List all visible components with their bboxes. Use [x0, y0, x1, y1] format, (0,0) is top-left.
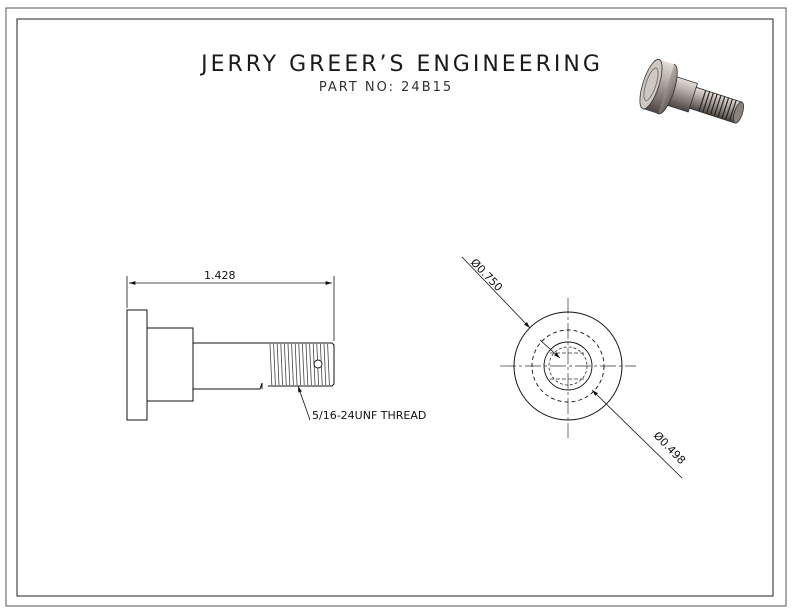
shank-circle: [543, 341, 593, 391]
thread-line: [269, 343, 273, 386]
shoulder-diameter-text: Ø0.498: [651, 429, 688, 467]
length-dimension: [126, 276, 335, 341]
thread-line: [291, 343, 294, 386]
thread-line: [276, 343, 280, 386]
thread-line: [298, 343, 301, 386]
cross-hole: [313, 359, 323, 369]
thread-line: [305, 343, 309, 386]
thread-body: [268, 342, 335, 387]
part-number: PART NO: 24B15: [318, 80, 454, 95]
thread-line: [323, 343, 327, 386]
thread-callout-text: 5/16-24UNF THREAD: [312, 409, 426, 422]
company-title: JERRY GREER’S ENGINEERING: [201, 52, 603, 77]
outer-diameter-text: Ø0.750: [468, 256, 505, 294]
thread-line: [327, 343, 330, 386]
thread-leader: [297, 385, 311, 421]
thread-root-circle: [548, 346, 588, 386]
thread-line: [273, 343, 276, 386]
thread-line: [280, 343, 283, 386]
inner-border: [16, 18, 774, 597]
thread-lines: [269, 343, 330, 386]
head-flange: [126, 309, 148, 421]
end-view: [500, 298, 636, 438]
thread-line: [309, 343, 312, 386]
shoulder: [146, 327, 194, 402]
thread-line: [294, 343, 298, 386]
thread-line: [302, 343, 305, 386]
outer-border: [5, 7, 787, 607]
side-view: [126, 309, 335, 421]
shoulder-hidden-circle: [531, 329, 605, 403]
isometric-part-view: [639, 58, 744, 124]
shank-bottom: [193, 382, 263, 390]
thread-line: [284, 343, 287, 386]
outer-circle: [513, 311, 623, 421]
length-dimension-text: 1.428: [204, 269, 236, 282]
outer-diameter-leader: [461, 256, 531, 329]
thread-line: [287, 343, 291, 386]
shoulder-diameter-leader: [539, 339, 683, 479]
